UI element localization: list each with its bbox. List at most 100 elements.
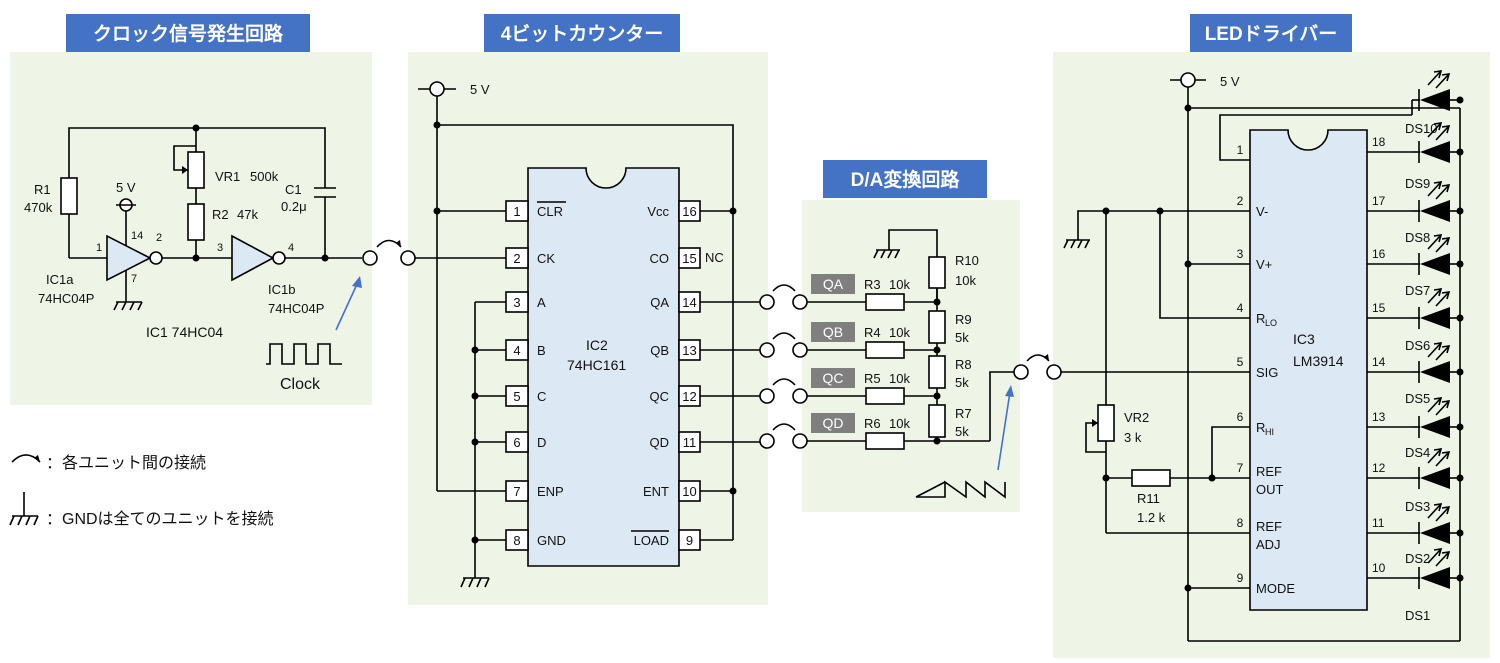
svg-text:LM3914: LM3914 xyxy=(1293,353,1344,369)
ic3-pin-label: R xyxy=(1256,420,1265,435)
led-triangle xyxy=(1420,416,1450,438)
led-arrow xyxy=(1441,125,1451,134)
ic2-pin-label: Vcc xyxy=(647,204,669,219)
svg-text:R2: R2 xyxy=(212,207,229,222)
sawtooth-waveform xyxy=(916,480,1006,499)
clock-header: クロック信号発生回路 xyxy=(66,14,310,52)
svg-text:3 k: 3 k xyxy=(1124,430,1142,445)
ic2-pin-label: CO xyxy=(650,251,670,266)
ic3-right-pin-number: 17 xyxy=(1372,194,1386,208)
ic3-pin-number: 8 xyxy=(1237,516,1244,530)
svg-text:C1: C1 xyxy=(285,182,302,197)
svg-text:74HC161: 74HC161 xyxy=(567,357,626,373)
junction xyxy=(1456,207,1464,215)
led-arrow xyxy=(1427,182,1441,197)
ic3-right-pin-number: 13 xyxy=(1372,410,1386,424)
led-arrow xyxy=(1441,551,1451,560)
svg-text:7: 7 xyxy=(131,273,137,285)
ladder-resistor-value: 5k xyxy=(955,424,969,439)
ic3-pin-label-sub: LO xyxy=(1265,318,1277,328)
series-resistor xyxy=(865,293,905,311)
led-arrow xyxy=(1427,289,1441,304)
ic2-pin-box xyxy=(505,200,529,222)
ic3-pin-label: SIG xyxy=(1256,365,1278,380)
ic2-pin-label: QC xyxy=(650,389,670,404)
ic2-pin-label: CK xyxy=(537,251,555,266)
ic2-pin-box xyxy=(678,200,701,222)
svg-text:VR1: VR1 xyxy=(215,169,240,184)
ic2-pin-number: 14 xyxy=(682,295,696,310)
ic1b-inverter xyxy=(231,234,275,282)
dac-input-badge xyxy=(811,322,855,342)
svg-text:4: 4 xyxy=(288,242,294,254)
connector-terminal xyxy=(759,342,775,358)
svg-text:IC3: IC3 xyxy=(1293,331,1315,347)
led-arrow xyxy=(1441,237,1451,246)
ic3-pin-label: R xyxy=(1256,311,1265,326)
ic3-right-pin-number: 10 xyxy=(1372,561,1386,575)
ladder-resistor-value: 10k xyxy=(955,273,976,288)
led-arrow xyxy=(1427,343,1441,358)
ic2-pin-label: ENP xyxy=(537,484,564,499)
ic3-pin-number: 1 xyxy=(1237,143,1244,157)
dac-header: D/A変換回路 xyxy=(823,160,987,198)
connector-clock-counter[interactable] xyxy=(362,239,506,266)
svg-text:2: 2 xyxy=(156,232,162,244)
led-arrow xyxy=(1435,126,1449,141)
led-arrow xyxy=(1441,184,1451,193)
series-resistor-name: R5 xyxy=(864,371,881,386)
led-label: DS8 xyxy=(1405,230,1430,245)
ic2-pin-number: 9 xyxy=(686,533,693,548)
ic3-pin-number: 9 xyxy=(1237,571,1244,585)
r11-resistor xyxy=(1131,469,1171,487)
ic2-pin-label: ENT xyxy=(643,484,669,499)
r2-resistor xyxy=(187,203,205,241)
svg-text:74HC04P: 74HC04P xyxy=(268,301,324,316)
led-arrow xyxy=(1427,235,1441,250)
svg-text:クロック信号発生回路: クロック信号発生回路 xyxy=(93,22,284,45)
vr1-potentiometer xyxy=(187,151,205,189)
ic2-pin-number: 6 xyxy=(513,435,520,450)
ic3-right-pin-number: 18 xyxy=(1372,135,1386,149)
svg-text:IC1 74HC04: IC1 74HC04 xyxy=(146,324,223,340)
ic2-body xyxy=(527,167,680,567)
led-arrow xyxy=(1435,507,1449,522)
svg-text:5 V: 5 V xyxy=(1220,74,1240,89)
led-arrow xyxy=(1435,292,1449,307)
led-triangle xyxy=(1420,361,1450,383)
ic2-pin-box xyxy=(678,291,701,313)
ic2-pin-label: QD xyxy=(650,435,670,450)
series-resistor-name: R6 xyxy=(864,416,881,431)
ladder-resistor-value: 5k xyxy=(955,375,969,390)
led-label: DS4 xyxy=(1405,445,1430,460)
svg-text:3: 3 xyxy=(217,242,223,254)
led-arrow xyxy=(1435,74,1449,89)
ic3-pin-label: REF xyxy=(1256,464,1282,479)
led-triangle xyxy=(1420,467,1450,489)
led-arrow xyxy=(1441,451,1451,460)
led-arrow xyxy=(1433,342,1443,351)
ic2-pin-label: QB xyxy=(650,343,669,358)
led-triangle xyxy=(1420,89,1450,111)
ic2-pin-box xyxy=(505,247,529,269)
led-diode xyxy=(1412,397,1464,438)
r1-resistor xyxy=(60,177,78,215)
ic2-pin-box xyxy=(678,339,701,361)
led-diode xyxy=(1412,342,1464,383)
led-diode xyxy=(1412,181,1464,222)
dac-connectors[interactable] xyxy=(759,284,808,449)
ic2-pin-box xyxy=(678,529,701,551)
led-arrow xyxy=(1427,398,1441,413)
led-arrow xyxy=(1433,181,1443,190)
legend: ：各ユニット間の接続 ：GNDは全てのユニットを接続 xyxy=(9,454,274,528)
ic2-pin-box xyxy=(678,431,701,453)
connector-dac-led[interactable] xyxy=(1013,354,1232,380)
svg-text:IC2: IC2 xyxy=(586,337,608,353)
led-diode xyxy=(1412,70,1464,111)
counter-header: 4ビットカウンター xyxy=(484,14,680,52)
led-arrow xyxy=(1427,449,1441,464)
connector-terminal xyxy=(759,294,775,310)
ic2-pin-number: 13 xyxy=(682,343,696,358)
